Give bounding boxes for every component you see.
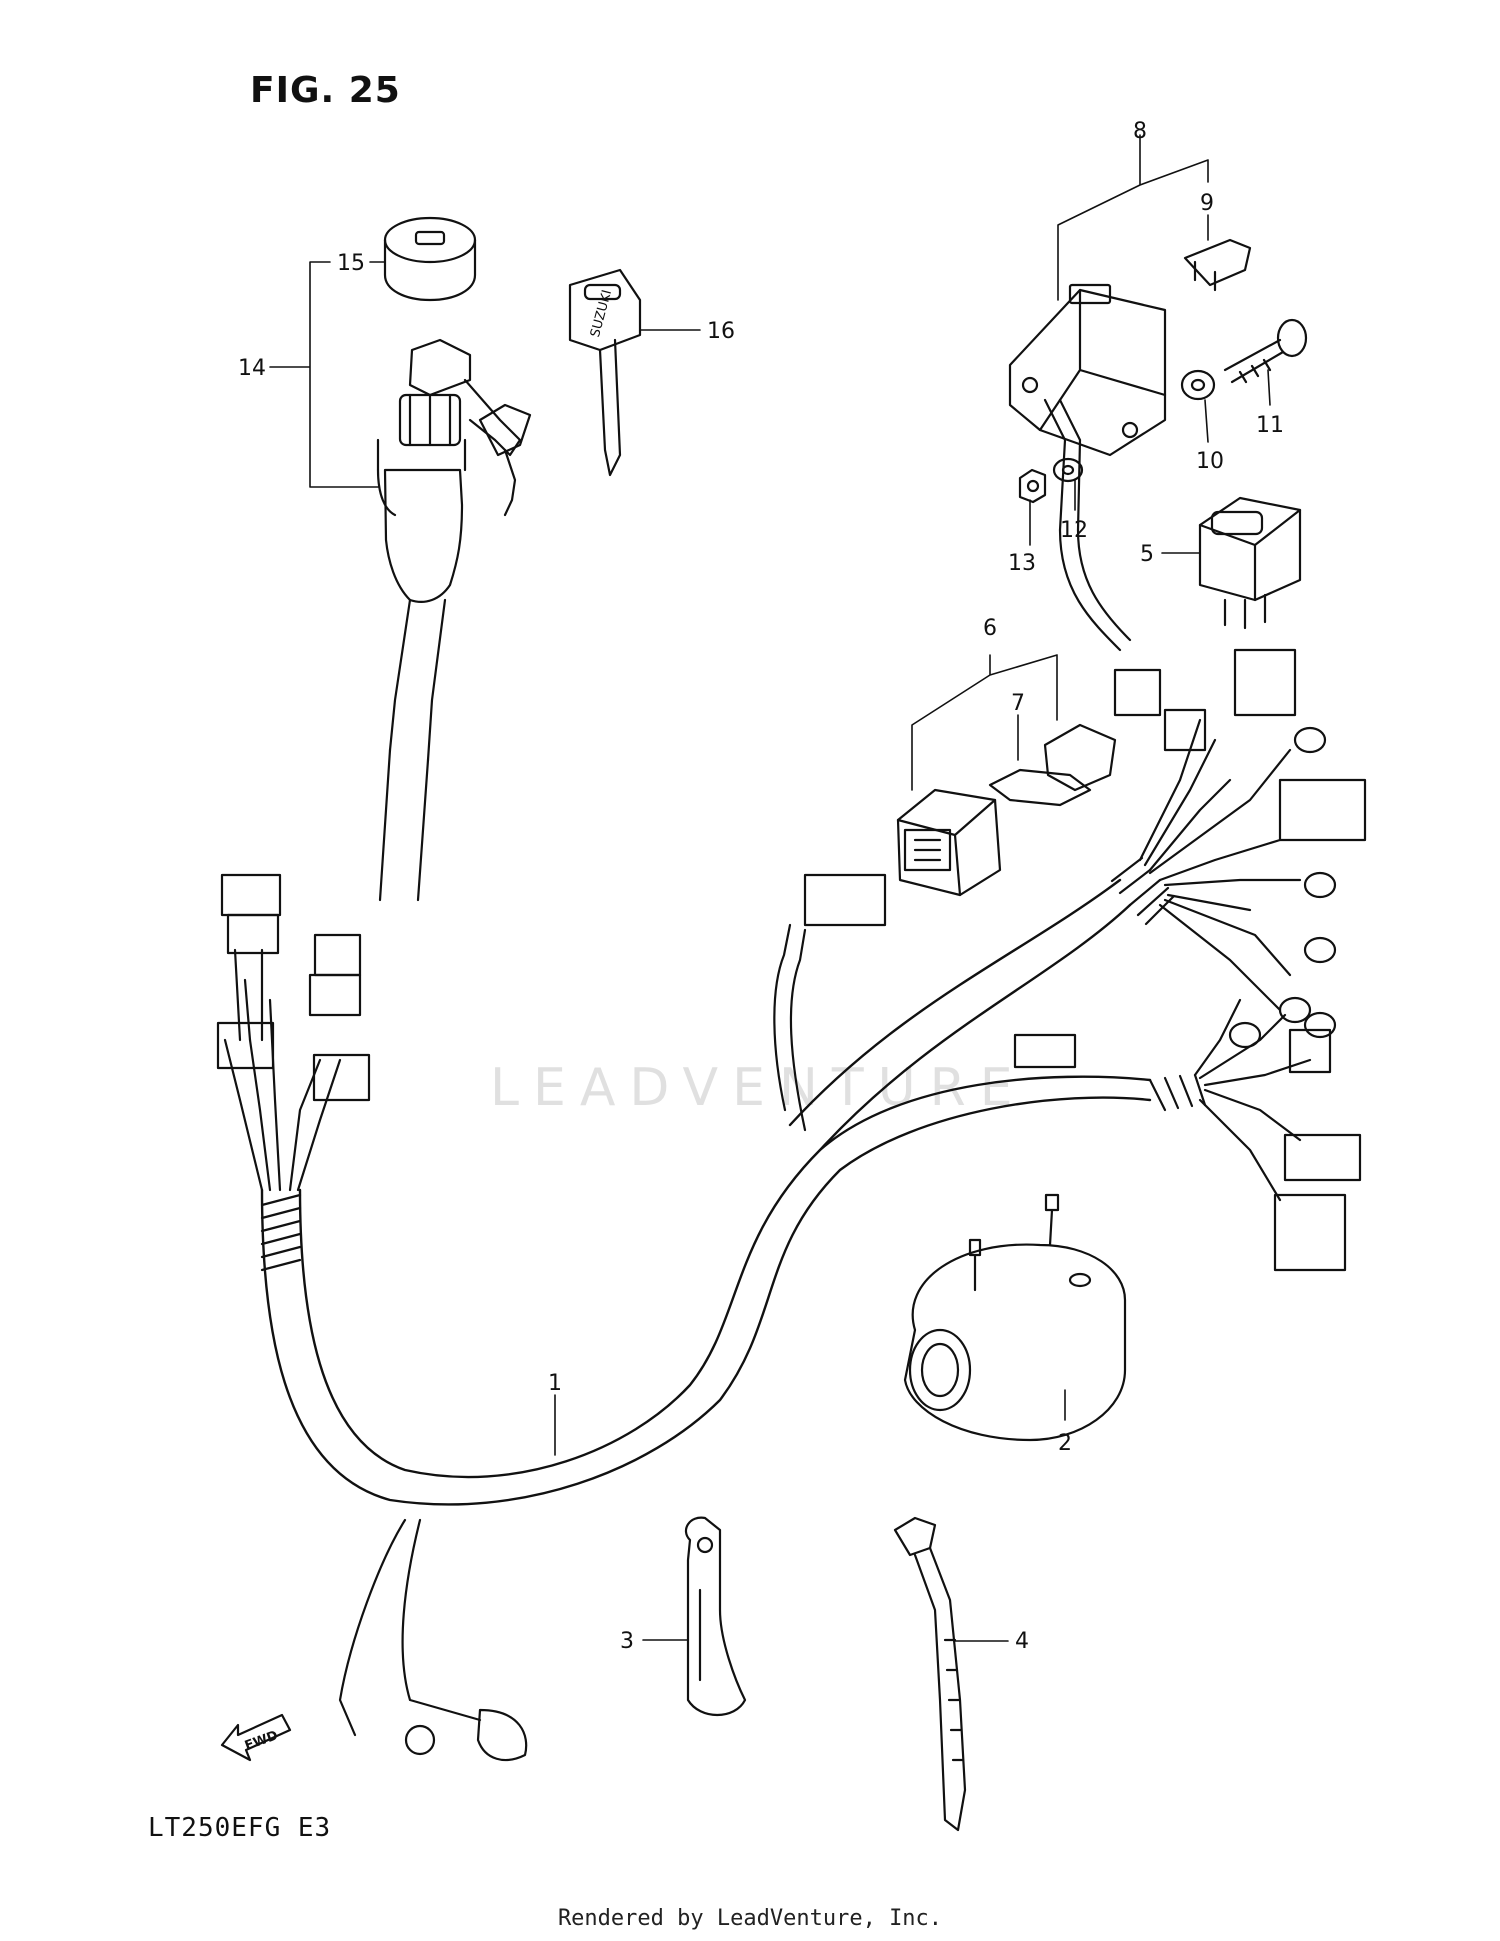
callout-15: 15: [337, 251, 365, 276]
callout-10: 10: [1196, 449, 1224, 474]
key-stamp: SUZUKI: [588, 288, 615, 339]
callout-7: 7: [1011, 691, 1025, 716]
part-14-ignition-switch: [376, 338, 532, 902]
callout-1: 1: [548, 1371, 562, 1396]
callout-5: 5: [1140, 542, 1154, 567]
part-9-fuse: [1183, 238, 1252, 292]
harness-connector-f: [1013, 1033, 1077, 1069]
callout-11: 11: [1256, 413, 1284, 438]
fwd-arrow-icon: [220, 1713, 292, 1762]
leader-lines: [269, 134, 1271, 1642]
harness-connector-b: [216, 1021, 275, 1070]
callout-4: 4: [1015, 1629, 1029, 1654]
part-16-ignition-key: [568, 268, 642, 477]
model-code: LT250EFG E3: [148, 1813, 332, 1843]
callout-16: 16: [707, 319, 735, 344]
part-7-fuse-holder: [988, 723, 1117, 807]
render-credit: Rendered by LeadVenture, Inc.: [557, 1906, 943, 1931]
part-15-switch-cap: [383, 216, 477, 302]
part-11-screw: [1223, 318, 1308, 384]
part-13-nut: [1018, 468, 1047, 504]
part-10-washer: [1180, 369, 1216, 401]
part-6-regulator: [896, 788, 1002, 897]
watermark-text: LEADVENTURE: [490, 1058, 1027, 1118]
harness-connector-m: [1288, 1028, 1332, 1074]
harness-connector-l: [1273, 1193, 1347, 1272]
callout-8: 8: [1133, 119, 1147, 144]
harness-connector-g: [1233, 648, 1297, 717]
callout-12: 12: [1060, 518, 1088, 543]
callout-3: 3: [620, 1629, 634, 1654]
figure-title: FIG. 25: [250, 70, 401, 111]
callout-2: 2: [1058, 1431, 1072, 1456]
harness-connector-h: [1278, 778, 1367, 842]
callout-6: 6: [983, 616, 997, 641]
harness-connector-k: [1283, 1133, 1362, 1182]
harness-connector-e: [803, 873, 887, 927]
part-8-fuse-box: [1008, 283, 1167, 652]
part-4-cable-tie: [893, 1516, 967, 1832]
part-12-washer: [1052, 457, 1084, 483]
part-5-relay: [1198, 496, 1302, 630]
harness-connector-c: [312, 1053, 371, 1102]
callout-numbers: 1 2 3 4 5 6 7 8 9 10 11 12 13 14 15 16: [238, 119, 1284, 1654]
harness-connector-i: [1113, 668, 1162, 717]
ignition-lead: [378, 748, 430, 902]
callout-14: 14: [238, 356, 266, 381]
callout-13: 13: [1008, 551, 1036, 576]
part-3-clamp: [684, 1516, 747, 1716]
harness-connector-d: [308, 973, 362, 1017]
harness-connector-a: [220, 873, 282, 917]
harness-connector-j: [1163, 708, 1207, 752]
part-1-wiring-harness: [216, 648, 1367, 1762]
part-2-solenoid: [903, 1193, 1127, 1442]
callout-9: 9: [1200, 191, 1214, 216]
